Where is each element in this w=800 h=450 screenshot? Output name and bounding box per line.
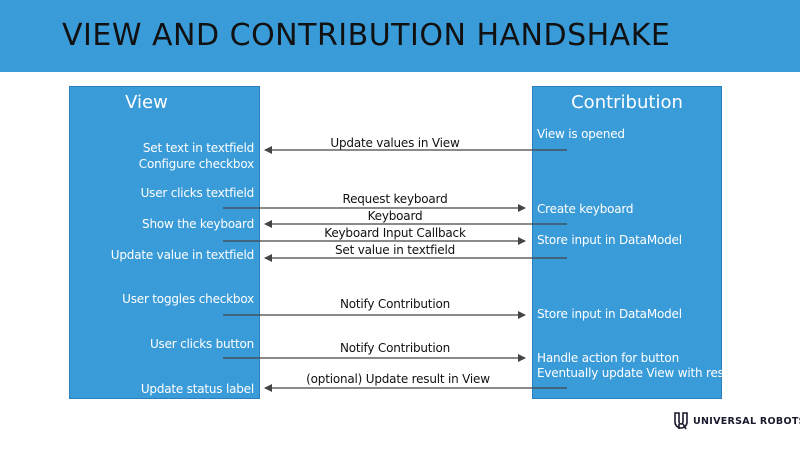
view-label-update-value: Update value in textfield (110, 248, 254, 262)
message-request-keyboard: Request keyboard (342, 192, 448, 206)
message-keyboard-input-callback: Keyboard Input Callback (324, 226, 466, 240)
view-label-configure-checkbox: Configure checkbox (138, 157, 254, 171)
contribution-label-store-input-2: Store input in DataModel (537, 307, 682, 321)
contribution-label-create-keyboard: Create keyboard (537, 202, 634, 216)
message-keyboard: Keyboard (367, 209, 423, 223)
view-label-user-clicks-button: User clicks button (149, 337, 254, 351)
view-label-update-status: Update status label (140, 382, 254, 396)
view-label-user-clicks-textfield: User clicks textfield (140, 186, 255, 200)
universal-robots-logo: UNIVERSAL ROBOTS (673, 410, 800, 432)
message-set-value: Set value in textfield (334, 243, 456, 257)
logo-text: UNIVERSAL ROBOTS (693, 415, 800, 427)
contribution-label-update-view: Eventually update View with result (537, 366, 739, 380)
contribution-label-store-input-1: Store input in DataModel (537, 233, 682, 247)
view-lane: View (69, 86, 260, 399)
view-label-show-keyboard: Show the keyboard (142, 217, 254, 231)
message-notify-contribution-2: Notify Contribution (340, 341, 450, 355)
view-label-user-toggles-checkbox: User toggles checkbox (122, 292, 254, 306)
ur-logo-icon (674, 412, 688, 430)
message-notify-contribution-1: Notify Contribution (340, 297, 450, 311)
message-update-result: (optional) Update result in View (306, 372, 490, 386)
contribution-lane: Contribution (532, 86, 722, 399)
contribution-label-view-opened: View is opened (537, 127, 625, 141)
contribution-lane-title: Contribution (571, 92, 683, 113)
contribution-label-handle-action: Handle action for button (537, 351, 679, 365)
view-label-set-text: Set text in textfield (142, 141, 254, 155)
message-update-values: Update values in View (330, 136, 460, 150)
slide-title: VIEW AND CONTRIBUTION HANDSHAKE (62, 18, 671, 53)
view-lane-title: View (125, 92, 168, 113)
title-bar (0, 0, 800, 72)
